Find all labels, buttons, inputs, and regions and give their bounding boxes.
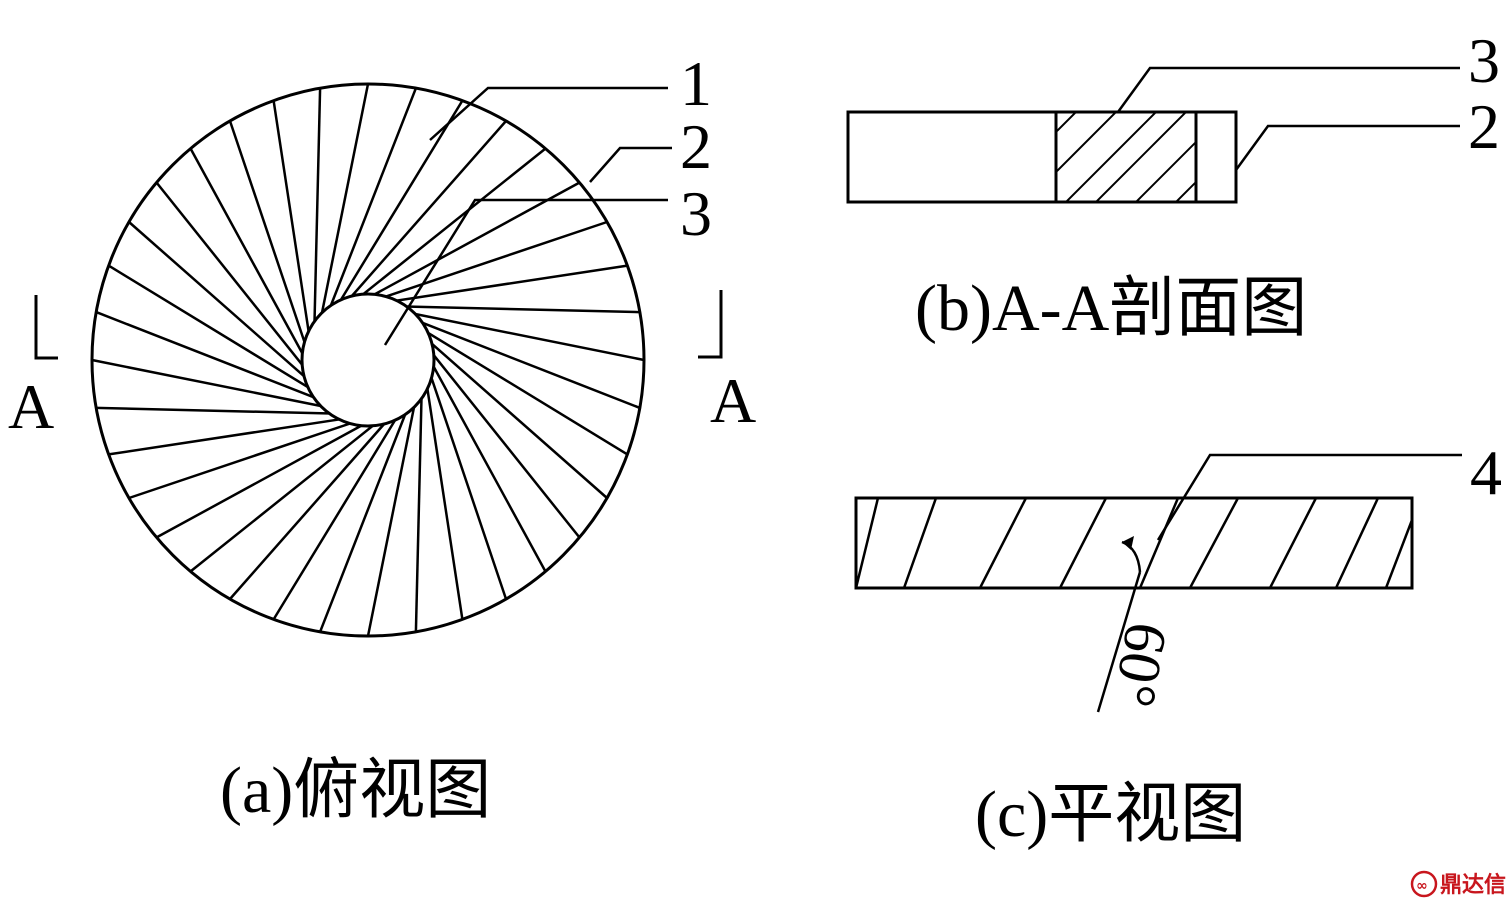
blade-line xyxy=(424,350,547,572)
watermark-logo-icon xyxy=(1410,870,1438,898)
hub-hatching xyxy=(1056,112,1196,202)
section-body xyxy=(846,110,1238,204)
part-label-3: 3 xyxy=(680,178,712,249)
blade-line xyxy=(330,99,464,316)
blade-line xyxy=(108,415,357,456)
blade-line xyxy=(155,181,314,380)
blade-line xyxy=(95,310,330,405)
blade-line xyxy=(348,147,547,306)
blade-line xyxy=(358,181,580,304)
blade-line xyxy=(389,304,640,314)
blade-group xyxy=(91,83,645,637)
blade-line xyxy=(229,410,397,600)
section-view: 3 2 (b)A-A剖面图 xyxy=(846,25,1500,345)
section-leader-3 xyxy=(1116,66,1460,113)
blade-line xyxy=(412,322,629,456)
blade-line xyxy=(189,414,388,573)
blade-line xyxy=(422,340,581,539)
section-part-label-3: 3 xyxy=(1468,25,1500,96)
center-hub xyxy=(300,292,436,428)
section-mark-left xyxy=(34,295,58,360)
watermark-text: 鼎达信 xyxy=(1440,872,1506,898)
blade-line xyxy=(318,398,413,633)
blade-line xyxy=(323,87,418,322)
angle-arrowhead xyxy=(1122,536,1134,550)
caption-top-view: (a)俯视图 xyxy=(220,754,491,827)
plate-body xyxy=(854,496,1414,590)
blade-line xyxy=(398,309,645,362)
watermark-logo-glyph: ∞ xyxy=(1416,878,1428,894)
leader-line-1 xyxy=(429,86,668,141)
blade-line xyxy=(379,264,628,305)
section-leader-2 xyxy=(1234,124,1460,171)
plate-slant-lines xyxy=(856,498,1412,588)
section-letter-right: A xyxy=(710,365,756,436)
caption-plan-view: (c)平视图 xyxy=(975,778,1246,851)
section-part-label-2: 2 xyxy=(1468,91,1500,162)
blade-line xyxy=(128,416,367,500)
blade-line xyxy=(312,88,322,339)
blade-line xyxy=(339,120,507,310)
blade-line xyxy=(107,264,324,398)
blade-line xyxy=(369,220,608,304)
section-hub xyxy=(1054,110,1198,204)
blade-line xyxy=(228,120,312,359)
leader-line-2 xyxy=(589,146,672,183)
blade-line xyxy=(414,381,424,632)
blade-line xyxy=(156,416,378,539)
blade-line xyxy=(406,315,641,410)
blade-line xyxy=(272,100,313,349)
section-mark-right xyxy=(698,290,723,359)
top-view: 1 2 3 A A (a)俯视图 xyxy=(8,48,756,827)
blade-line xyxy=(189,148,312,370)
blade-line xyxy=(366,390,419,637)
blade-line xyxy=(96,406,347,416)
blade-line xyxy=(418,331,608,499)
leader-line-3 xyxy=(383,198,668,346)
blade-line xyxy=(128,221,318,389)
plan-part-label-4: 4 xyxy=(1470,437,1502,508)
part-label-1: 1 xyxy=(680,48,712,119)
section-letter-left: A xyxy=(8,371,54,442)
blade-line xyxy=(91,358,338,411)
blade-line xyxy=(317,83,370,330)
plan-leader-4 xyxy=(1156,453,1462,541)
blade-line xyxy=(423,371,464,620)
plan-view: 4 60° (c)平视图 xyxy=(854,437,1502,851)
caption-section-view: (b)A-A剖面图 xyxy=(915,272,1307,345)
watermark: ∞ 鼎达信 xyxy=(1410,870,1506,898)
angle-label: 60° xyxy=(1101,618,1181,712)
angle-pointer xyxy=(1096,571,1142,713)
blade-line xyxy=(424,361,508,600)
blade-line xyxy=(272,404,406,621)
part-label-2: 2 xyxy=(680,111,712,182)
